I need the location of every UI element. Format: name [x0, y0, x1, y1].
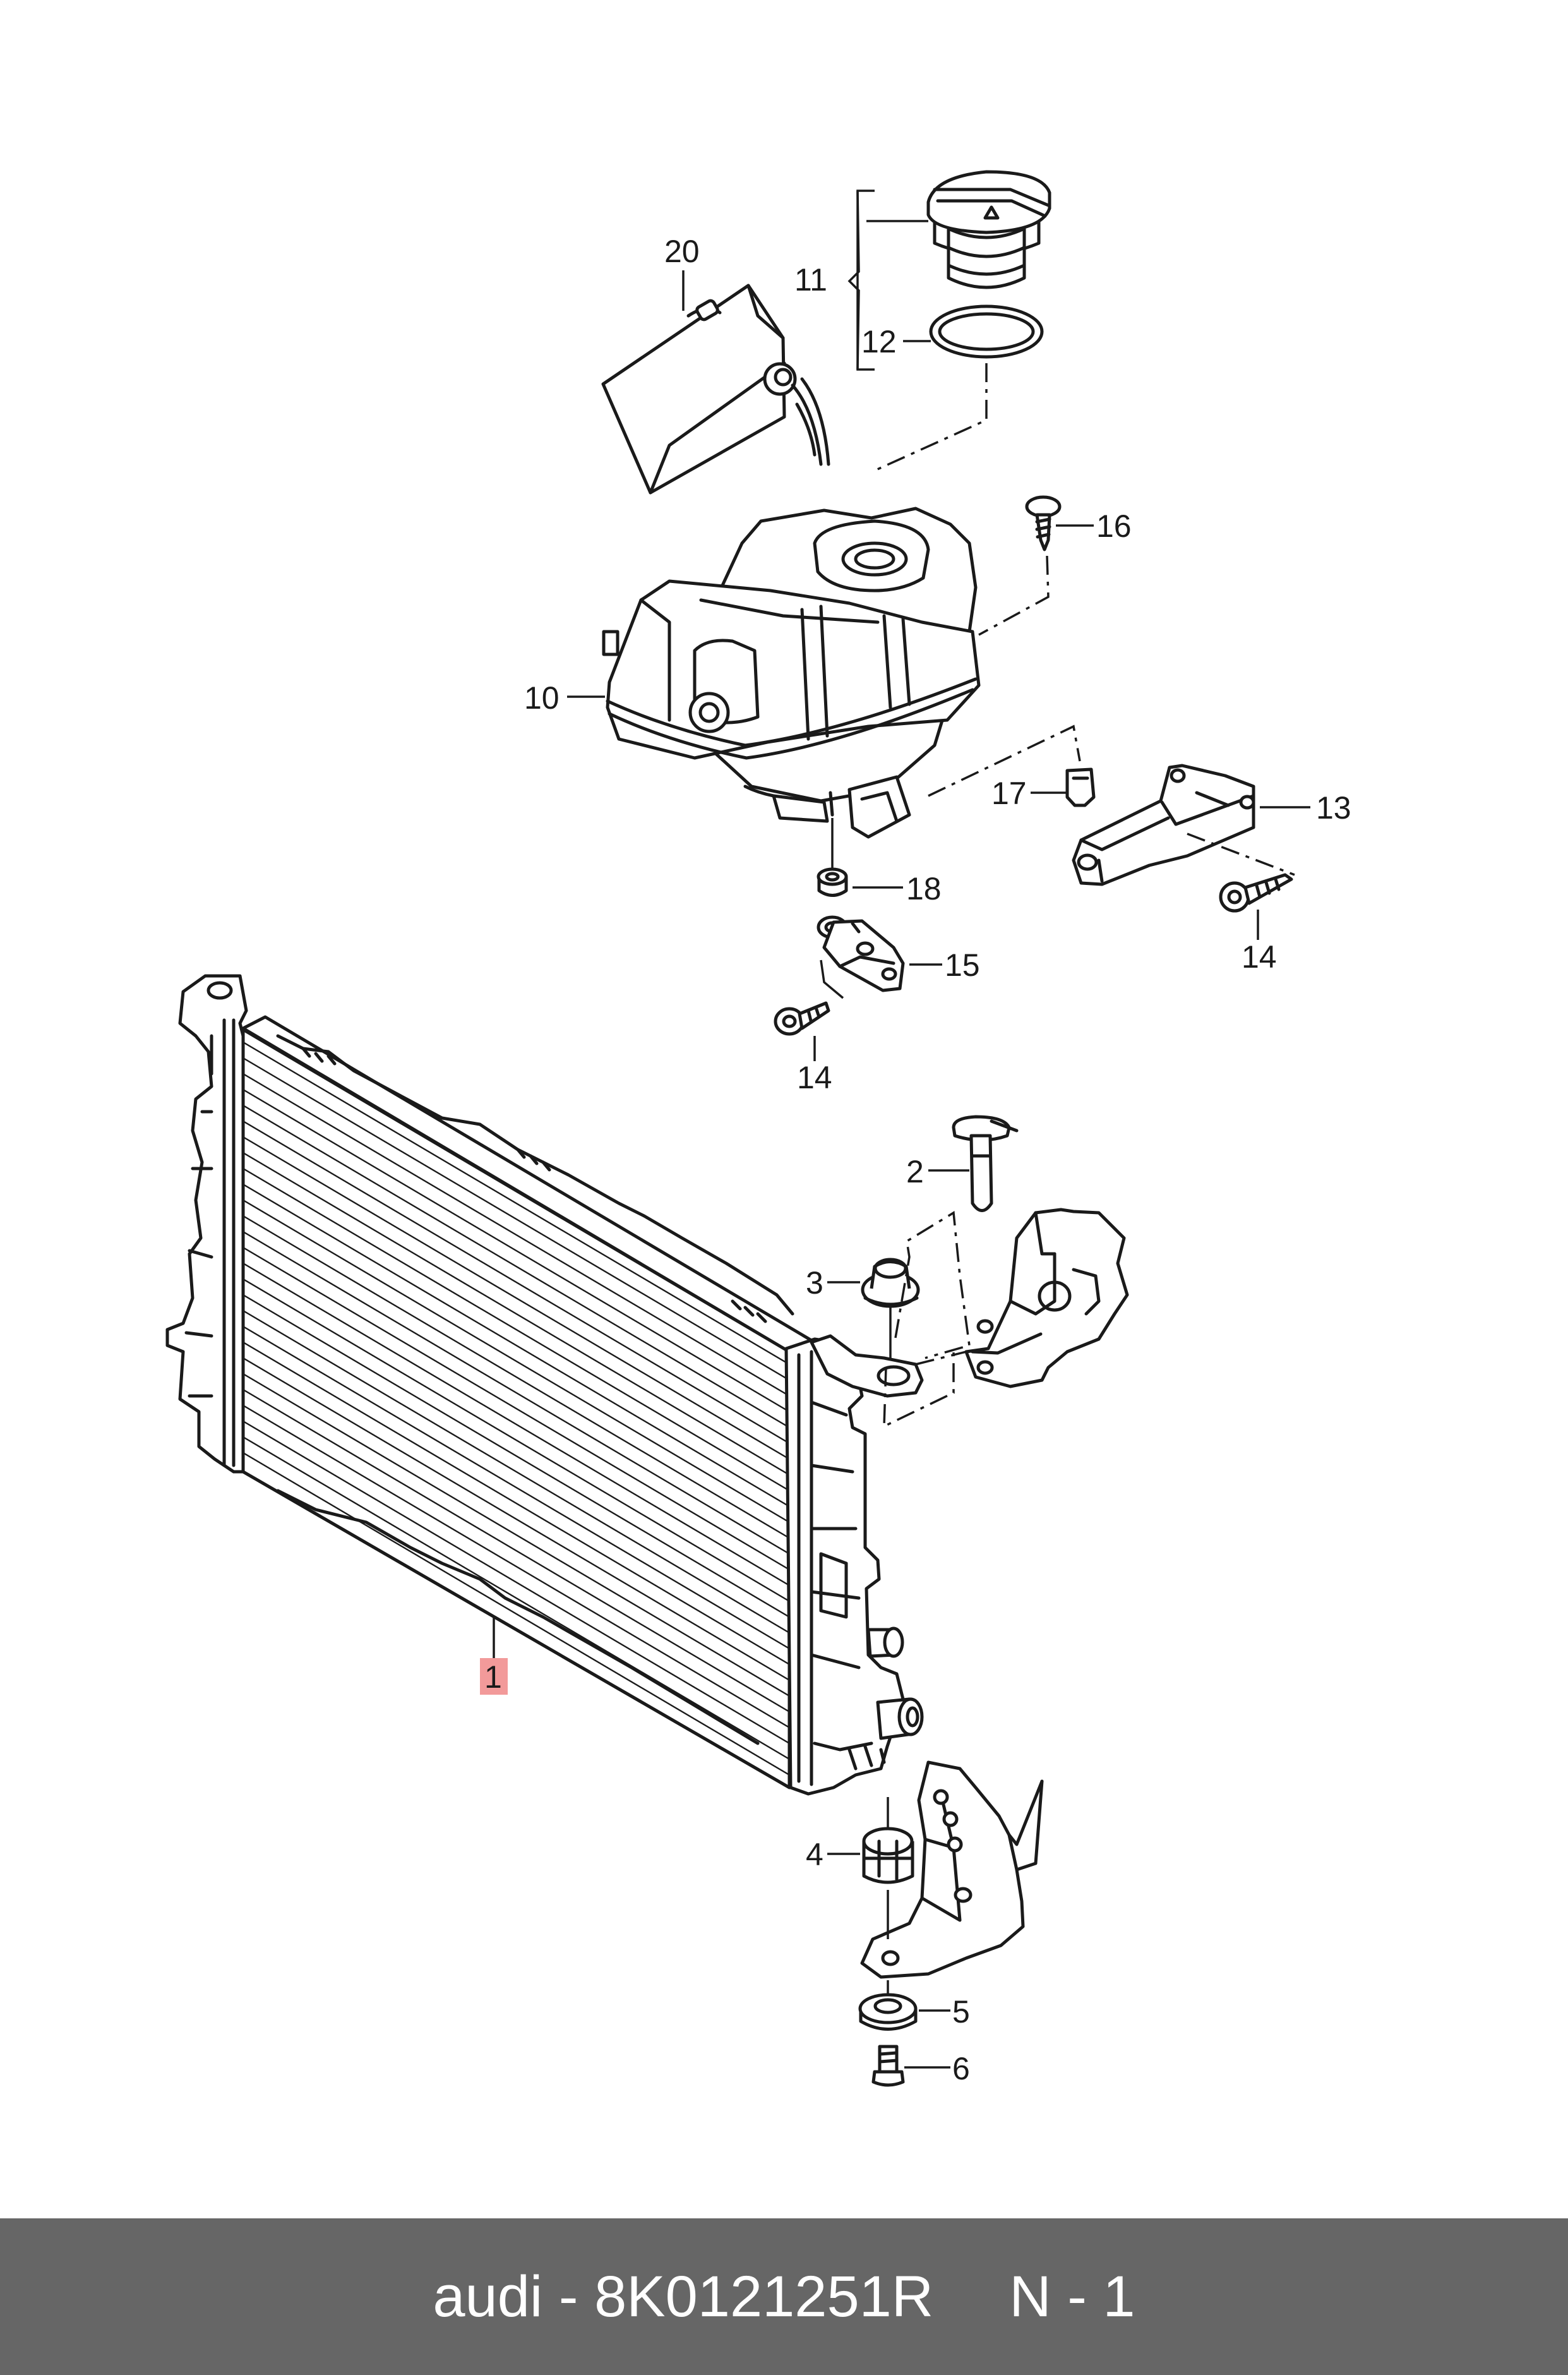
- callout-16: 16: [1096, 508, 1132, 544]
- support-bracket-lower: [860, 1760, 1044, 1979]
- callout-12: 12: [861, 324, 897, 359]
- expansion-tank: [602, 507, 981, 839]
- screw-14-left: [774, 1001, 830, 1036]
- assembly-line-15: [820, 959, 844, 999]
- clip-17: [1065, 767, 1096, 807]
- bracket-15: [817, 915, 905, 992]
- radiator: [165, 974, 924, 1796]
- assembly-line-upper-b: [915, 1350, 967, 1366]
- callout-13: 13: [1316, 790, 1351, 826]
- bracket-11: [856, 189, 875, 371]
- callout-18: 18: [906, 871, 942, 906]
- assembly-lines-upper: [883, 1211, 971, 1428]
- callout-20: 20: [664, 234, 700, 269]
- part-number-label: audi - 8K0121251R: [433, 2264, 934, 2329]
- callout-14b: 14: [1242, 939, 1277, 975]
- support-bracket-upper: [964, 1208, 1129, 1388]
- filler-cap: [926, 170, 1051, 289]
- callout-15: 15: [945, 947, 980, 983]
- callout-1: 1: [484, 1659, 502, 1695]
- callout-4: 4: [806, 1837, 823, 1872]
- footer-bar: audi - 8K0121251R N - 1: [0, 2218, 1568, 2375]
- screw-14-right: [1219, 873, 1293, 913]
- callout-3: 3: [806, 1265, 823, 1301]
- grommet-18: [817, 867, 848, 897]
- brace-11: [847, 190, 860, 370]
- highlight-1: [480, 1658, 508, 1695]
- rubber-mount-3: [861, 1258, 920, 1308]
- assembly-line-13: [1187, 833, 1295, 876]
- page-label: N - 1: [1009, 2264, 1135, 2329]
- callout-6: 6: [952, 2051, 970, 2086]
- parts-diagram: 20 11 12: [165, 170, 1351, 2087]
- callout-14a: 14: [797, 1060, 832, 1095]
- screw-16: [1025, 495, 1062, 551]
- assembly-line-cap: [874, 363, 988, 472]
- callout-5: 5: [952, 1994, 970, 2029]
- callout-11: 11: [794, 262, 827, 298]
- assembly-line-16: [978, 555, 1050, 636]
- callout-17: 17: [991, 776, 1027, 811]
- o-ring: [929, 304, 1044, 359]
- rubber-mount-4: [862, 1827, 914, 1884]
- radiator-fins: [243, 1041, 789, 1776]
- pin-2: [952, 1115, 1019, 1212]
- grommet-5: [858, 1993, 918, 2031]
- assembly-line-17: [928, 725, 1081, 797]
- bolt-6: [871, 2045, 905, 2087]
- callout-10: 10: [524, 680, 560, 716]
- coolant-bottle: [601, 284, 830, 495]
- callout-2: 2: [906, 1154, 924, 1189]
- bracket-13: [1072, 764, 1255, 886]
